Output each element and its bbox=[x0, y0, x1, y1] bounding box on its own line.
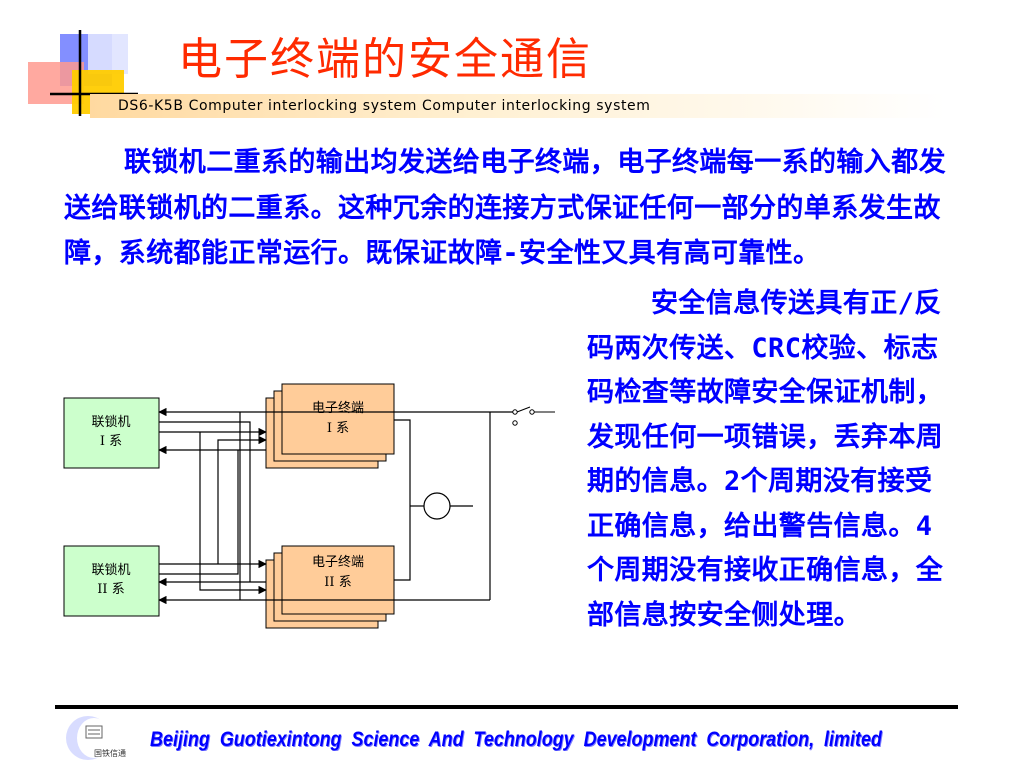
paragraph-redundancy: 联锁机二重系的输出均发送给电子终端，电子终端每一系的输入都发送给联锁机的二重系。… bbox=[64, 147, 946, 269]
output-indicator-circle bbox=[423, 492, 451, 520]
terminal-2-label-line2: II 系 bbox=[324, 575, 351, 590]
connection-lines bbox=[158, 407, 515, 605]
interlock-1-label-line1: 联锁机 bbox=[91, 414, 130, 430]
interlock-1-box bbox=[63, 397, 160, 469]
terminal-1-label-line1: 电子终端 bbox=[312, 400, 364, 416]
interlock-1-label-line2: I 系 bbox=[100, 434, 122, 449]
interlock-2-label-line1: 联锁机 bbox=[91, 562, 130, 578]
redundancy-block-diagram: 联锁机 I 系 联锁机 II 系 电子终端 I 系 电子终端 II 系 bbox=[63, 383, 555, 629]
interlock-2-box bbox=[63, 545, 160, 617]
footer-divider bbox=[55, 705, 958, 709]
terminal-1-card-front bbox=[281, 383, 395, 455]
footer-company-name: Beijing Guotiexintong Science And Techno… bbox=[150, 728, 882, 751]
company-logo-text: 国铁信通 bbox=[94, 748, 126, 758]
subtitle-band bbox=[90, 94, 945, 118]
terminal-1-label-line2: I 系 bbox=[327, 421, 349, 436]
interlock-2-label-line2: II 系 bbox=[97, 582, 124, 597]
paragraph-safety-mechanism: 安全信息传送具有正/反码两次传送、CRC校验、标志码检查等故障安全保证机制，发现… bbox=[587, 288, 944, 631]
company-logo: 国铁信通 bbox=[66, 716, 126, 760]
slide-subtitle: DS6-K5B Computer interlocking system Com… bbox=[118, 98, 651, 114]
terminal-2-label-line1: 电子终端 bbox=[312, 554, 364, 570]
switch-contact-symbol bbox=[512, 406, 555, 426]
slide-title: 电子终端的安全通信 bbox=[178, 34, 592, 85]
